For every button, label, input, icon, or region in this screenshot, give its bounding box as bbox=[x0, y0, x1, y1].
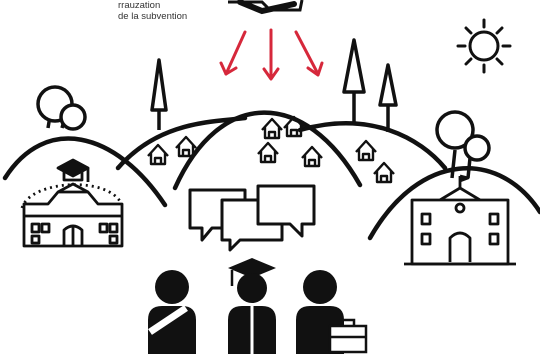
tree-icon bbox=[342, 38, 366, 125]
tree-icon bbox=[378, 63, 398, 132]
house-icon bbox=[256, 141, 280, 164]
speech-bubbles-icon bbox=[188, 184, 316, 252]
house-icon bbox=[354, 139, 378, 162]
house-icon bbox=[372, 161, 396, 184]
red-arrow-icon bbox=[262, 28, 280, 81]
house-icon bbox=[174, 135, 198, 158]
house-icon bbox=[146, 143, 170, 166]
tree-icon bbox=[150, 58, 168, 130]
red-arrow-icon bbox=[294, 30, 324, 77]
sun-icon bbox=[456, 18, 512, 74]
person-icon bbox=[228, 258, 276, 354]
tree-icon bbox=[435, 110, 491, 179]
red-arrows bbox=[219, 28, 324, 81]
graduation-cap-icon bbox=[56, 158, 90, 182]
red-arrow-icon bbox=[219, 30, 247, 76]
grant-caption: rrauzation de la subvention bbox=[118, 0, 187, 22]
briefcase-icon bbox=[328, 318, 368, 354]
grant-caption-line-1: rrauzation bbox=[118, 0, 161, 11]
grant-caption-line-2: de la subvention bbox=[118, 11, 188, 22]
money-hand-icon bbox=[228, 0, 304, 15]
town-hall-icon bbox=[404, 174, 516, 266]
house-icon bbox=[300, 145, 324, 168]
house-icon bbox=[260, 117, 284, 140]
school-building-icon bbox=[20, 158, 124, 248]
tree-icon bbox=[36, 85, 87, 131]
person-icon bbox=[148, 270, 196, 354]
